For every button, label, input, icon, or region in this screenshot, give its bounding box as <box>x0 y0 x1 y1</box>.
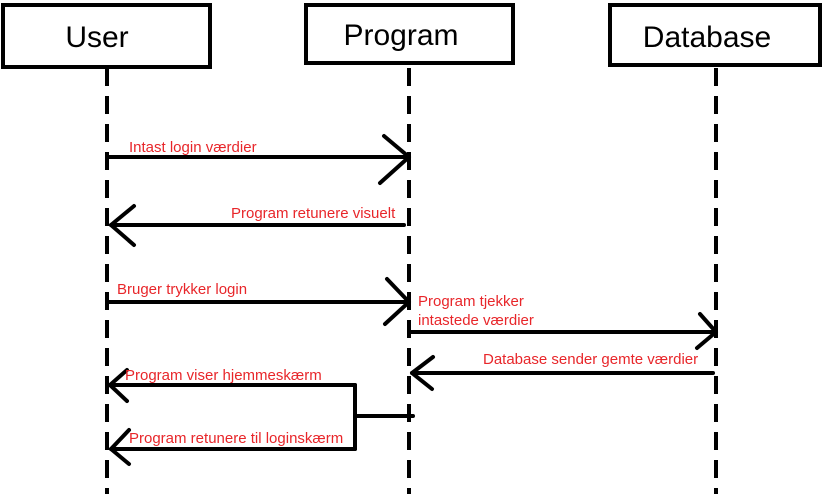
actor-program: Program <box>304 3 515 65</box>
arrowhead-left-6 <box>108 368 129 403</box>
arrowhead-left-5 <box>410 355 435 391</box>
message-viser-hjemmeskaerm: Program viser hjemmeskærm <box>108 367 357 403</box>
actor-database: Database <box>608 3 822 67</box>
branch-connector <box>353 383 415 451</box>
actor-user: User <box>1 3 212 69</box>
message-label-1: Intast login værdier <box>129 139 257 156</box>
message-database-sender: Database sender gemte værdier <box>410 351 715 391</box>
message-program-tjekker: Program tjekker intastede værdier <box>407 293 718 350</box>
arrowhead-right-1 <box>378 134 411 185</box>
actor-program-box <box>304 3 515 65</box>
message-intast-login: Intast login værdier <box>105 134 411 185</box>
actor-program-label: Program <box>343 19 458 52</box>
message-label-6: Program viser hjemmeskærm <box>125 367 322 384</box>
message-label-7: Program retunere til loginskærm <box>129 430 343 447</box>
arrowhead-left-2 <box>109 204 136 247</box>
arrowhead-right-3 <box>383 277 411 326</box>
message-bruger-trykker-login: Bruger trykker login <box>105 277 411 326</box>
message-label-5: Database sender gemte værdier <box>483 351 698 368</box>
arrowhead-right-4 <box>695 312 718 350</box>
message-retunere-visuelt: Program retunere visuelt <box>109 204 406 247</box>
message-retunere-loginskaerm: Program retunere til loginskærm <box>109 428 357 466</box>
arrowhead-left-7 <box>109 428 131 466</box>
actor-database-box <box>608 3 822 67</box>
actor-database-label: Database <box>643 21 771 54</box>
actor-user-box <box>1 3 212 69</box>
message-label-3: Bruger trykker login <box>117 281 247 298</box>
actor-user-label: User <box>65 21 128 54</box>
message-label-2: Program retunere visuelt <box>231 205 396 222</box>
message-label-4a: Program tjekker <box>418 293 524 310</box>
message-label-4b: intastede værdier <box>418 312 534 329</box>
